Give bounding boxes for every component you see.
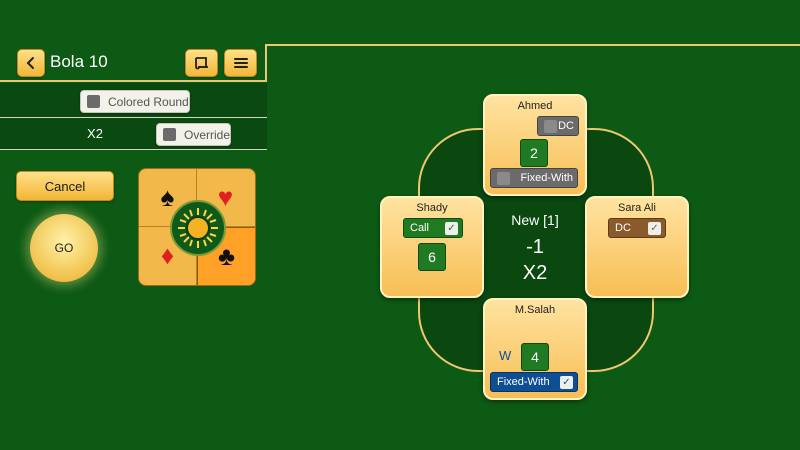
header-divider-vertical	[265, 44, 267, 82]
scroll-icon	[194, 57, 208, 70]
dc-label: DC	[558, 120, 574, 132]
spade-icon: ♠	[160, 182, 175, 212]
row-divider	[0, 117, 267, 118]
fixed-with-label: Fixed-With	[520, 172, 573, 184]
trump-suit-selector: ♠ ♥ ♦ ♣	[138, 168, 256, 286]
suit-spades[interactable]: ♠	[139, 169, 196, 226]
checkbox-icon	[87, 95, 100, 108]
colored-round-toggle[interactable]: Colored Round	[80, 90, 190, 113]
sun-icon	[178, 208, 218, 248]
header-divider	[0, 80, 265, 82]
go-button[interactable]: GO	[30, 214, 98, 282]
player-name: M.Salah	[514, 304, 556, 316]
suit-diamonds[interactable]: ♦	[139, 227, 196, 284]
check-icon: ✓	[445, 221, 458, 235]
dc-toggle[interactable]: DC	[537, 116, 579, 136]
bid-value[interactable]: 6	[418, 243, 446, 271]
player-name: Sara Ali	[618, 202, 656, 214]
override-label: Override	[183, 127, 230, 142]
bid-value[interactable]: 4	[521, 343, 549, 371]
check-icon: ✓	[648, 221, 661, 235]
board-top-border	[265, 44, 800, 46]
dc-label: DC	[615, 222, 631, 234]
page-title: Bola 10	[50, 52, 108, 71]
checkbox-icon	[163, 128, 176, 141]
player-name: Shady	[416, 202, 448, 214]
check-icon: ✓	[560, 375, 573, 389]
score-value: -1	[526, 236, 544, 258]
menu-button[interactable]	[224, 49, 257, 77]
heart-icon: ♥	[217, 182, 234, 212]
back-button[interactable]	[17, 49, 45, 77]
club-icon: ♣	[217, 241, 236, 271]
sun-medal	[170, 200, 226, 256]
colored-round-label: Colored Round	[108, 94, 189, 109]
hamburger-icon	[233, 58, 248, 68]
scroll-button[interactable]	[185, 49, 218, 77]
seat-bottom: M.Salah W 4 Fixed-With ✓	[483, 298, 587, 400]
call-label: Call	[410, 222, 429, 234]
chevron-left-icon	[26, 57, 34, 69]
cancel-button[interactable]: Cancel	[16, 171, 114, 201]
checkbox-icon	[544, 119, 557, 133]
dc-toggle[interactable]: DC ✓	[608, 218, 666, 238]
seat-top: Ahmed DC 2 Fixed-With	[483, 94, 587, 196]
override-toggle[interactable]: Override	[156, 123, 231, 146]
w-indicator: W	[499, 348, 512, 363]
checkbox-icon	[497, 171, 510, 185]
multiplier-value: X2	[87, 126, 103, 141]
row-divider	[0, 149, 267, 150]
fixed-with-toggle[interactable]: Fixed-With	[490, 168, 578, 188]
suit-hearts[interactable]: ♥	[197, 169, 254, 226]
seat-right: Sara Ali DC ✓	[585, 196, 689, 298]
round-label: New [1]	[511, 212, 559, 228]
player-name: Ahmed	[517, 100, 553, 112]
fixed-with-toggle[interactable]: Fixed-With ✓	[490, 372, 578, 392]
fixed-with-label: Fixed-With	[497, 376, 550, 388]
diamond-icon: ♦	[160, 240, 175, 270]
bid-value[interactable]: 2	[520, 139, 548, 167]
table-multiplier: X2	[522, 262, 548, 284]
seat-left: Shady Call ✓ 6	[380, 196, 484, 298]
call-toggle[interactable]: Call ✓	[403, 218, 463, 238]
